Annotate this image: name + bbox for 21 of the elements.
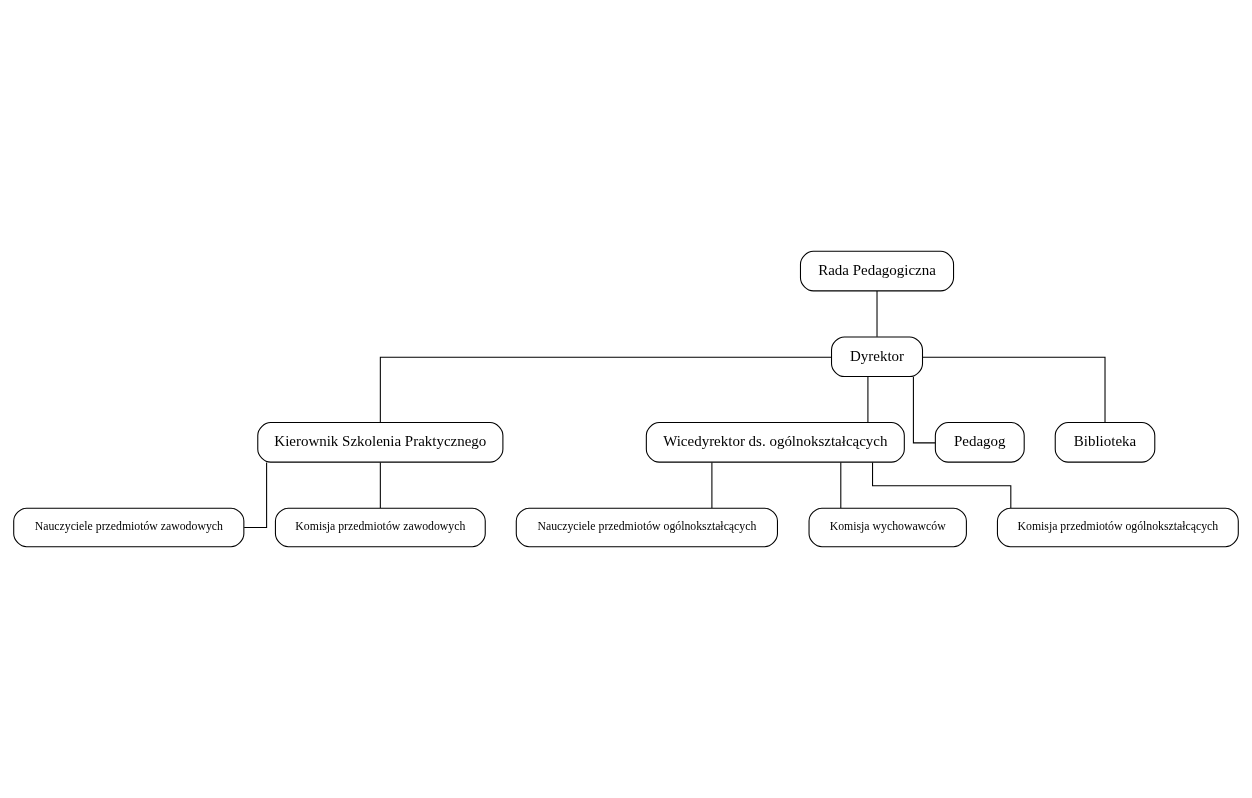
connector [379,356,832,423]
connector [711,462,713,509]
node-box: Nauczyciele przedmiotów zawodowych [13,507,245,548]
node-box: Pedagog [934,422,1025,463]
node-box: Kierownik Szkolenia Praktycznego [257,422,504,463]
connector [872,461,1012,509]
connector [840,462,842,509]
node-box: Nauczyciele przedmiotów ogólnokształcących [515,507,778,548]
node-box: Komisja przedmiotów zawodowych [274,507,486,548]
node-box: Komisja wychowawców [808,507,967,548]
node-box: Rada Pedagogiczna [799,250,955,292]
node-box: Biblioteka [1054,422,1156,463]
connector [922,356,1106,423]
connector [243,462,268,528]
node-box: Dyrektor [831,336,924,378]
connector [912,376,936,444]
connector [876,290,878,338]
node-box: Wicedyrektor ds. ogólnokształcących [645,422,905,463]
connector [867,376,869,423]
node-box: Komisja przedmiotów ogólnokształcących [996,507,1239,548]
connector [379,462,381,509]
